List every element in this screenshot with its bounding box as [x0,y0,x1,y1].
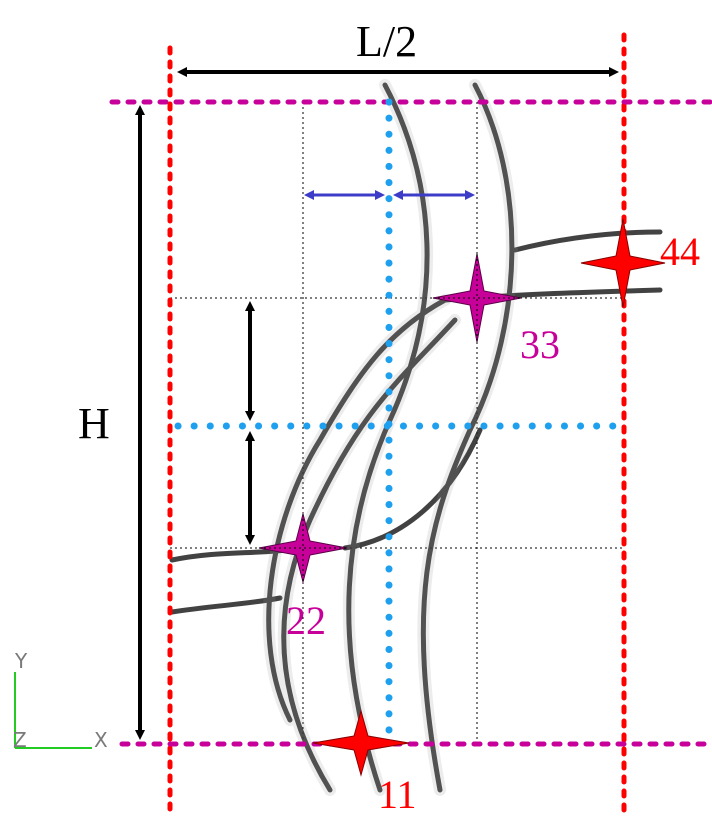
magenta-star-icon [258,512,348,584]
side-boundaries [167,32,627,815]
grid-lines [170,102,625,745]
point-33-marker [432,253,522,343]
z-axis-label: Z [13,728,27,752]
magenta-star-icon [432,253,522,343]
point-22-marker [258,512,348,584]
width-label: L/2 [356,17,417,66]
dimension-arrows [135,67,619,740]
point-22-label: 22 [286,598,326,643]
point-44-label: 44 [660,229,700,274]
x-axis-label: X [94,728,108,752]
top-bottom-boundaries [109,99,712,747]
point-11-label: 11 [378,772,417,816]
red-star-icon [312,709,410,777]
coordinate-triad: Y Z X [13,649,108,752]
height-label: H [78,399,110,448]
point-33-label: 33 [520,322,560,367]
red-star-icon [580,218,666,308]
point-44-marker [580,218,666,308]
y-axis-label: Y [14,649,28,673]
point-11-marker [312,709,410,777]
yarn-fibers [169,79,663,796]
center-lines [174,98,628,748]
